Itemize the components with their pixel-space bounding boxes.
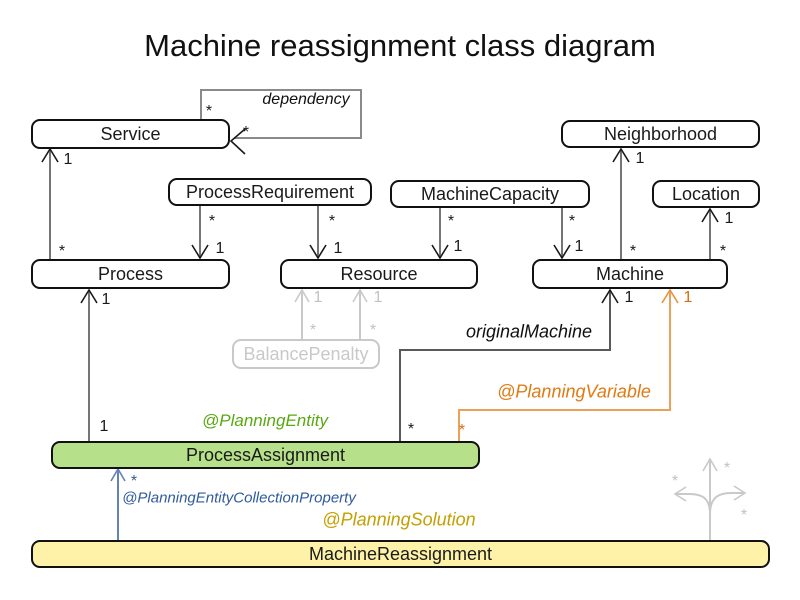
multiplicity-process-of-service: * [58,243,66,260]
class-box-processrequirement: ProcessRequirement [168,178,372,206]
line-score-trident-right [709,492,744,515]
line-originalmachine [399,291,611,441]
arrowhead-into-process-bottom [80,288,98,304]
originalmachine-label: originalMachine [465,321,593,342]
multiplicity-processassignment-process-end: 1 [99,418,109,435]
arrowhead-balancepenalty-right [352,288,368,303]
class-box-machinereassignment: MachineReassignment [31,540,770,568]
arrowhead-dependency [229,128,246,155]
arrowhead-trident-left [673,486,687,502]
arrowhead-into-process-top [191,244,209,260]
line-planningvariable-orange [458,291,671,441]
multiplicity-planningvariable-target: 1 [683,289,693,306]
planning-entity-collection-property-annotation: @PlanningEntityCollectionProperty [122,489,356,507]
multiplicity-collectionproperty-source: * [130,473,138,490]
multiplicity-service-end: 1 [63,151,73,168]
arrowhead-trident-right [733,485,747,501]
class-box-location: Location [652,180,760,208]
multiplicity-dependency-target: * [242,124,250,141]
class-box-resource: Resource [280,259,478,289]
multiplicity-originalmachine-target: 1 [624,289,634,306]
multiplicity-machinecapacity-machine-target: 1 [574,238,584,255]
multiplicity-neighborhood-end: 1 [635,150,645,167]
planning-entity-annotation: @PlanningEntity [202,411,328,430]
multiplicity-location-end: 1 [724,210,734,227]
multiplicity-machinecapacity-resource-source: * [447,213,455,230]
class-box-machinecapacity: MachineCapacity [390,180,590,208]
multiplicity-machine-of-location: * [719,243,727,260]
class-box-service: Service [31,119,230,149]
multiplicity-trident-up: * [723,460,731,477]
multiplicity-balancepenalty-right-target: 1 [373,289,383,306]
arrowhead-into-neighborhood [612,147,630,163]
multiplicity-processrequirement-resource-source: * [328,213,336,230]
arrowhead-into-machine-top [553,244,571,260]
arrowhead-collectionproperty [110,467,126,482]
multiplicity-processrequirement-process-target: 1 [215,240,225,257]
multiplicity-balancepenalty-left-target: 1 [313,289,323,306]
class-box-processassignment: ProcessAssignment [51,441,480,469]
multiplicity-trident-left: * [671,473,679,490]
multiplicity-machinecapacity-machine-source: * [568,213,576,230]
arrowhead-into-location [701,207,719,223]
multiplicity-originalmachine-source: * [407,421,415,438]
arrowhead-trident-up [702,457,718,472]
multiplicity-balancepenalty-right-source: * [369,322,377,339]
arrowhead-into-resource-left [309,244,327,260]
arrowhead-originalmachine [601,288,619,304]
arrowhead-balancepenalty-left [294,288,310,303]
arrowhead-into-resource-right [431,244,449,260]
diagram-title: Machine reassignment class diagram [144,28,656,63]
arrowhead-planningvariable [661,288,679,304]
multiplicity-machine-of-neighborhood: * [629,243,637,260]
line-dependency-loop [200,89,362,139]
multiplicity-trident-right: * [740,507,748,524]
arrowhead-into-service [41,147,59,163]
dependency-label: dependency [262,91,350,108]
multiplicity-processrequirement-resource-target: 1 [333,240,343,257]
class-box-neighborhood: Neighborhood [561,120,760,148]
class-box-process: Process [31,259,230,289]
multiplicity-processrequirement-process-source: * [208,213,216,230]
multiplicity-dependency-source: * [205,103,213,120]
multiplicity-machinecapacity-resource-target: 1 [453,238,463,255]
planning-variable-annotation: @PlanningVariable [497,381,651,402]
multiplicity-process-end: 1 [101,291,111,308]
multiplicity-balancepenalty-left-source: * [309,322,317,339]
class-box-balancepenalty: BalancePenalty [232,339,380,369]
class-box-machine: Machine [532,259,728,289]
planning-solution-annotation: @PlanningSolution [322,509,476,530]
multiplicity-planningvariable-source: * [458,422,466,439]
